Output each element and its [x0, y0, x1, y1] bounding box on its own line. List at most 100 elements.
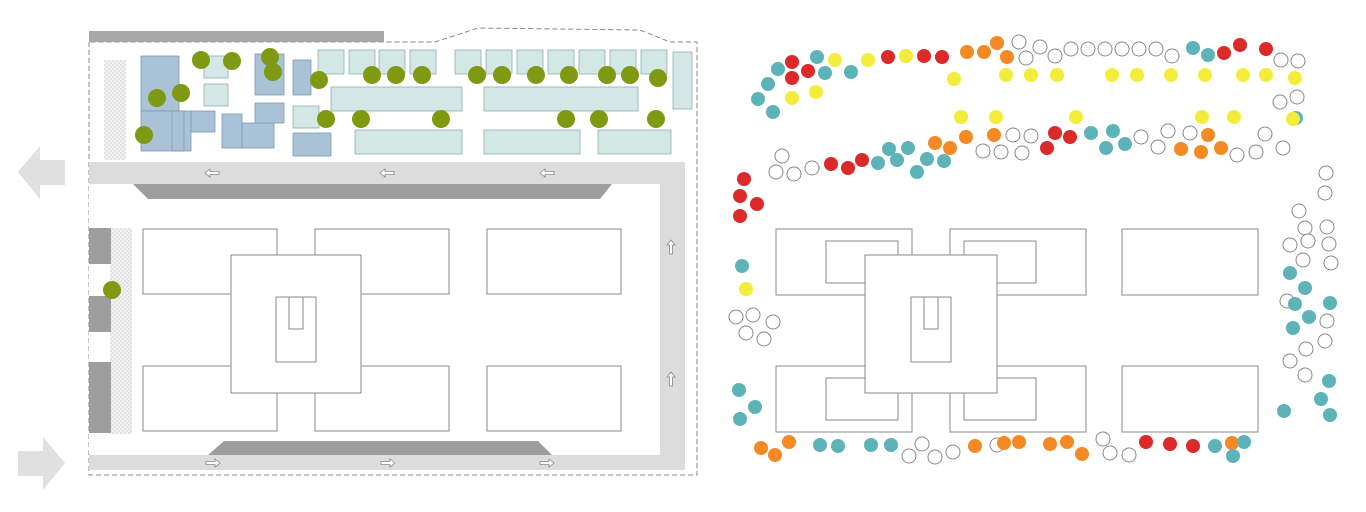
parking-dot-teal: [1201, 48, 1215, 62]
parking-dot-empty: [1097, 41, 1113, 57]
parking-dot-empty: [1290, 53, 1306, 69]
parking-dot-orange: [1214, 141, 1228, 155]
parking-dot-red: [1233, 38, 1247, 52]
east-road: [660, 162, 685, 470]
parking-dot-teal: [1314, 392, 1328, 406]
parking-dot-yellow: [954, 110, 968, 124]
parking-dot-yellow: [809, 85, 823, 99]
parking-dot-teal: [751, 92, 765, 106]
parking-dot-orange: [1060, 435, 1074, 449]
parking-dot-orange: [968, 439, 982, 453]
parking-dot-teal: [1288, 297, 1302, 311]
parking-dot-yellow: [1198, 68, 1212, 82]
parking-dot-teal: [1286, 321, 1300, 335]
parking-dot-empty: [1248, 144, 1264, 160]
parking-dot-empty: [1272, 94, 1288, 110]
parking-dot-empty: [1297, 367, 1313, 383]
parking-dot-empty: [1317, 333, 1333, 349]
parking-dot-red: [1259, 42, 1273, 56]
parking-dot-red: [801, 64, 815, 78]
parking-dot-teal: [1118, 137, 1132, 151]
parking-dot-teal: [890, 153, 904, 167]
parking-dot-empty: [1005, 127, 1021, 143]
parking-dot-teal: [810, 50, 824, 64]
parking-dot-orange: [1012, 435, 1026, 449]
parking-dot-empty: [1273, 52, 1289, 68]
parking-dot-orange: [997, 436, 1011, 450]
parking-dot-empty: [765, 314, 781, 330]
parking-dot-empty: [1291, 203, 1307, 219]
parking-dot-red: [1139, 435, 1153, 449]
west-block-3: [89, 362, 111, 433]
parking-dot-yellow: [989, 110, 1003, 124]
parking-dot-empty: [1121, 447, 1137, 463]
parking-dot-teal: [732, 383, 746, 397]
parking-dot-red: [737, 172, 751, 186]
blue-buildings: [140, 53, 332, 157]
parking-dot-empty: [945, 444, 961, 460]
parking-dot-empty: [1018, 50, 1034, 66]
parking-dot-yellow: [1050, 68, 1064, 82]
parking-dot-teal: [1084, 126, 1098, 140]
parking-dot-orange: [1043, 437, 1057, 451]
parking-dot-orange: [959, 130, 973, 144]
parking-dot-empty: [786, 166, 802, 182]
parking-dot-orange: [943, 141, 957, 155]
parking-dot-empty: [1295, 252, 1311, 268]
parking-dot-red: [1063, 130, 1077, 144]
parking-dot-orange: [960, 45, 974, 59]
parking-dot-teal: [1298, 281, 1312, 295]
west-block-2: [89, 296, 111, 332]
parking-dot-empty: [756, 331, 772, 347]
parking-dot-empty: [1148, 41, 1164, 57]
parking-dot-empty: [1131, 41, 1147, 57]
parking-dot-orange: [1075, 447, 1089, 461]
parking-dot-empty: [927, 449, 943, 465]
parking-dot-empty: [1164, 48, 1180, 64]
parking-dot-teal: [1226, 449, 1240, 463]
parking-dot-empty: [914, 436, 930, 452]
parking-dot-teal: [1323, 296, 1337, 310]
parking-dot-orange: [977, 45, 991, 59]
parking-dot-empty: [1319, 313, 1335, 329]
parking-dot-teal: [1283, 266, 1297, 280]
parking-dot-yellow: [739, 282, 753, 296]
parking-dot-teal: [920, 152, 934, 166]
parking-dot-teal: [813, 438, 827, 452]
parking-dot-red: [881, 50, 895, 64]
parking-dot-red: [824, 157, 838, 171]
parking-dot-teal: [733, 412, 747, 426]
arrow-left-icon: [18, 146, 65, 199]
parking-dot-empty: [1114, 41, 1130, 57]
parking-dots: [728, 34, 1339, 465]
parking-dot-yellow: [1259, 68, 1273, 82]
parking-dot-teal: [1323, 408, 1337, 422]
parking-dot-orange: [1225, 436, 1239, 450]
parking-dot-teal: [910, 165, 924, 179]
parking-dot-orange: [782, 435, 796, 449]
parking-dot-empty: [738, 325, 754, 341]
parking-dot-teal: [818, 66, 832, 80]
parking-dot-red: [733, 189, 747, 203]
north-loading-ramp: [133, 184, 612, 199]
parking-dot-yellow: [999, 68, 1013, 82]
parking-dot-empty: [1297, 220, 1313, 236]
parking-dot-orange: [1174, 142, 1188, 156]
parking-dot-empty: [1160, 123, 1176, 139]
parking-dot-red: [855, 153, 869, 167]
parking-dot-orange: [754, 441, 768, 455]
parking-dot-red: [1217, 46, 1231, 60]
parking-dot-empty: [1300, 233, 1316, 249]
parking-dot-yellow: [1195, 110, 1209, 124]
light-buildings: [203, 49, 693, 155]
parking-dot-yellow: [1164, 68, 1178, 82]
parking-dot-teal: [1106, 124, 1120, 138]
parking-dot-red: [1186, 439, 1200, 453]
parking-dot-red: [785, 55, 799, 69]
parking-dot-yellow: [1130, 68, 1144, 82]
parking-dot-yellow: [1236, 68, 1250, 82]
parking-dot-empty: [1289, 89, 1305, 105]
parking-dot-empty: [993, 144, 1009, 160]
